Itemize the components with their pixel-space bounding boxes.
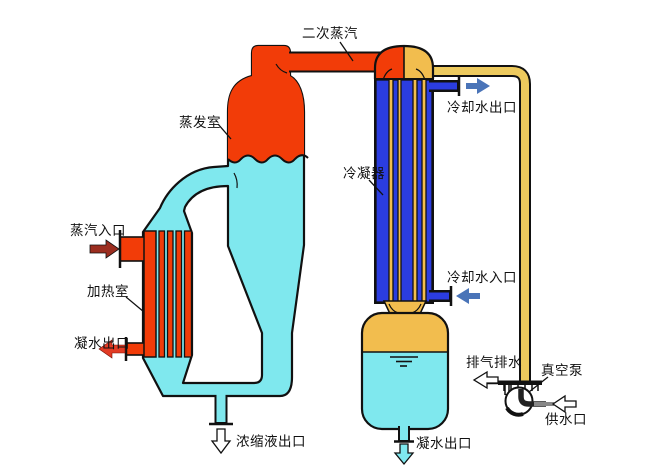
flow-curve: [233, 172, 238, 189]
label-cooling-water-outlet: 冷却水出口: [447, 100, 517, 115]
label-evaporation-chamber: 蒸发室: [179, 114, 221, 130]
vacuum-pipe: [428, 67, 529, 381]
label-heating-chamber: 加热室: [87, 283, 129, 299]
label-concentrate-outlet: 浓缩液出口: [236, 434, 306, 449]
pump-discharge-pipe: [518, 389, 546, 407]
pointer-condenser: [368, 179, 384, 196]
label-steam-inlet: 蒸汽入口: [70, 223, 126, 238]
receiver-gold-top: [362, 313, 448, 352]
pointer-vacuum-pump: [528, 376, 549, 393]
steam-header: [143, 230, 157, 358]
label-condensate-outlet-left: 凝水出口: [74, 336, 130, 351]
pump-flange: [498, 380, 542, 385]
cooling-water-inlet-arrow: [456, 288, 480, 304]
heating-tube: [166, 230, 174, 358]
pointer-evaporation-chamber: [217, 123, 232, 140]
condenser-tube: [425, 79, 433, 303]
flow-curve: [275, 63, 288, 74]
condenser-tube: [375, 79, 390, 303]
dome-left-half: [375, 46, 404, 79]
exhaust-drain-arrow: [472, 370, 499, 390]
heating-tube: [183, 230, 193, 358]
dome-right-half: [404, 46, 433, 79]
steam-inlet-pipe: [119, 236, 147, 262]
label-cooling-water-inlet: 冷却水入口: [447, 270, 517, 285]
heating-tube: [158, 230, 166, 358]
label-condenser: 冷凝器: [343, 166, 385, 181]
condenser-tube: [416, 79, 423, 303]
label-vacuum-pump: 真空泵: [541, 363, 583, 378]
label-exhaust-drain: 排气排水: [466, 355, 522, 370]
condensate-outlet-arrow: [98, 339, 126, 359]
label-condensate-outlet-bottom: 凝水出口: [416, 436, 472, 451]
receiver-warm-zone: [362, 313, 448, 352]
concentrate-outlet-arrow: [210, 428, 232, 455]
steam-inlet-arrow: [89, 239, 120, 259]
cooling-water-outlet-arrow: [466, 78, 490, 94]
label-water-supply: 供水口: [545, 412, 587, 427]
condenser-tube: [400, 79, 414, 303]
condensate-bottom-arrow: [393, 443, 415, 466]
heating-tube: [175, 230, 183, 358]
condenser-tube: [392, 79, 399, 303]
liquid-level-wave: [227, 154, 309, 164]
pointer-heating-chamber: [125, 296, 145, 313]
label-secondary-steam: 二次蒸汽: [302, 26, 358, 41]
water-supply-arrow: [551, 394, 577, 414]
pointer-secondary-steam: [339, 41, 354, 62]
pump-crescent: [505, 406, 524, 417]
